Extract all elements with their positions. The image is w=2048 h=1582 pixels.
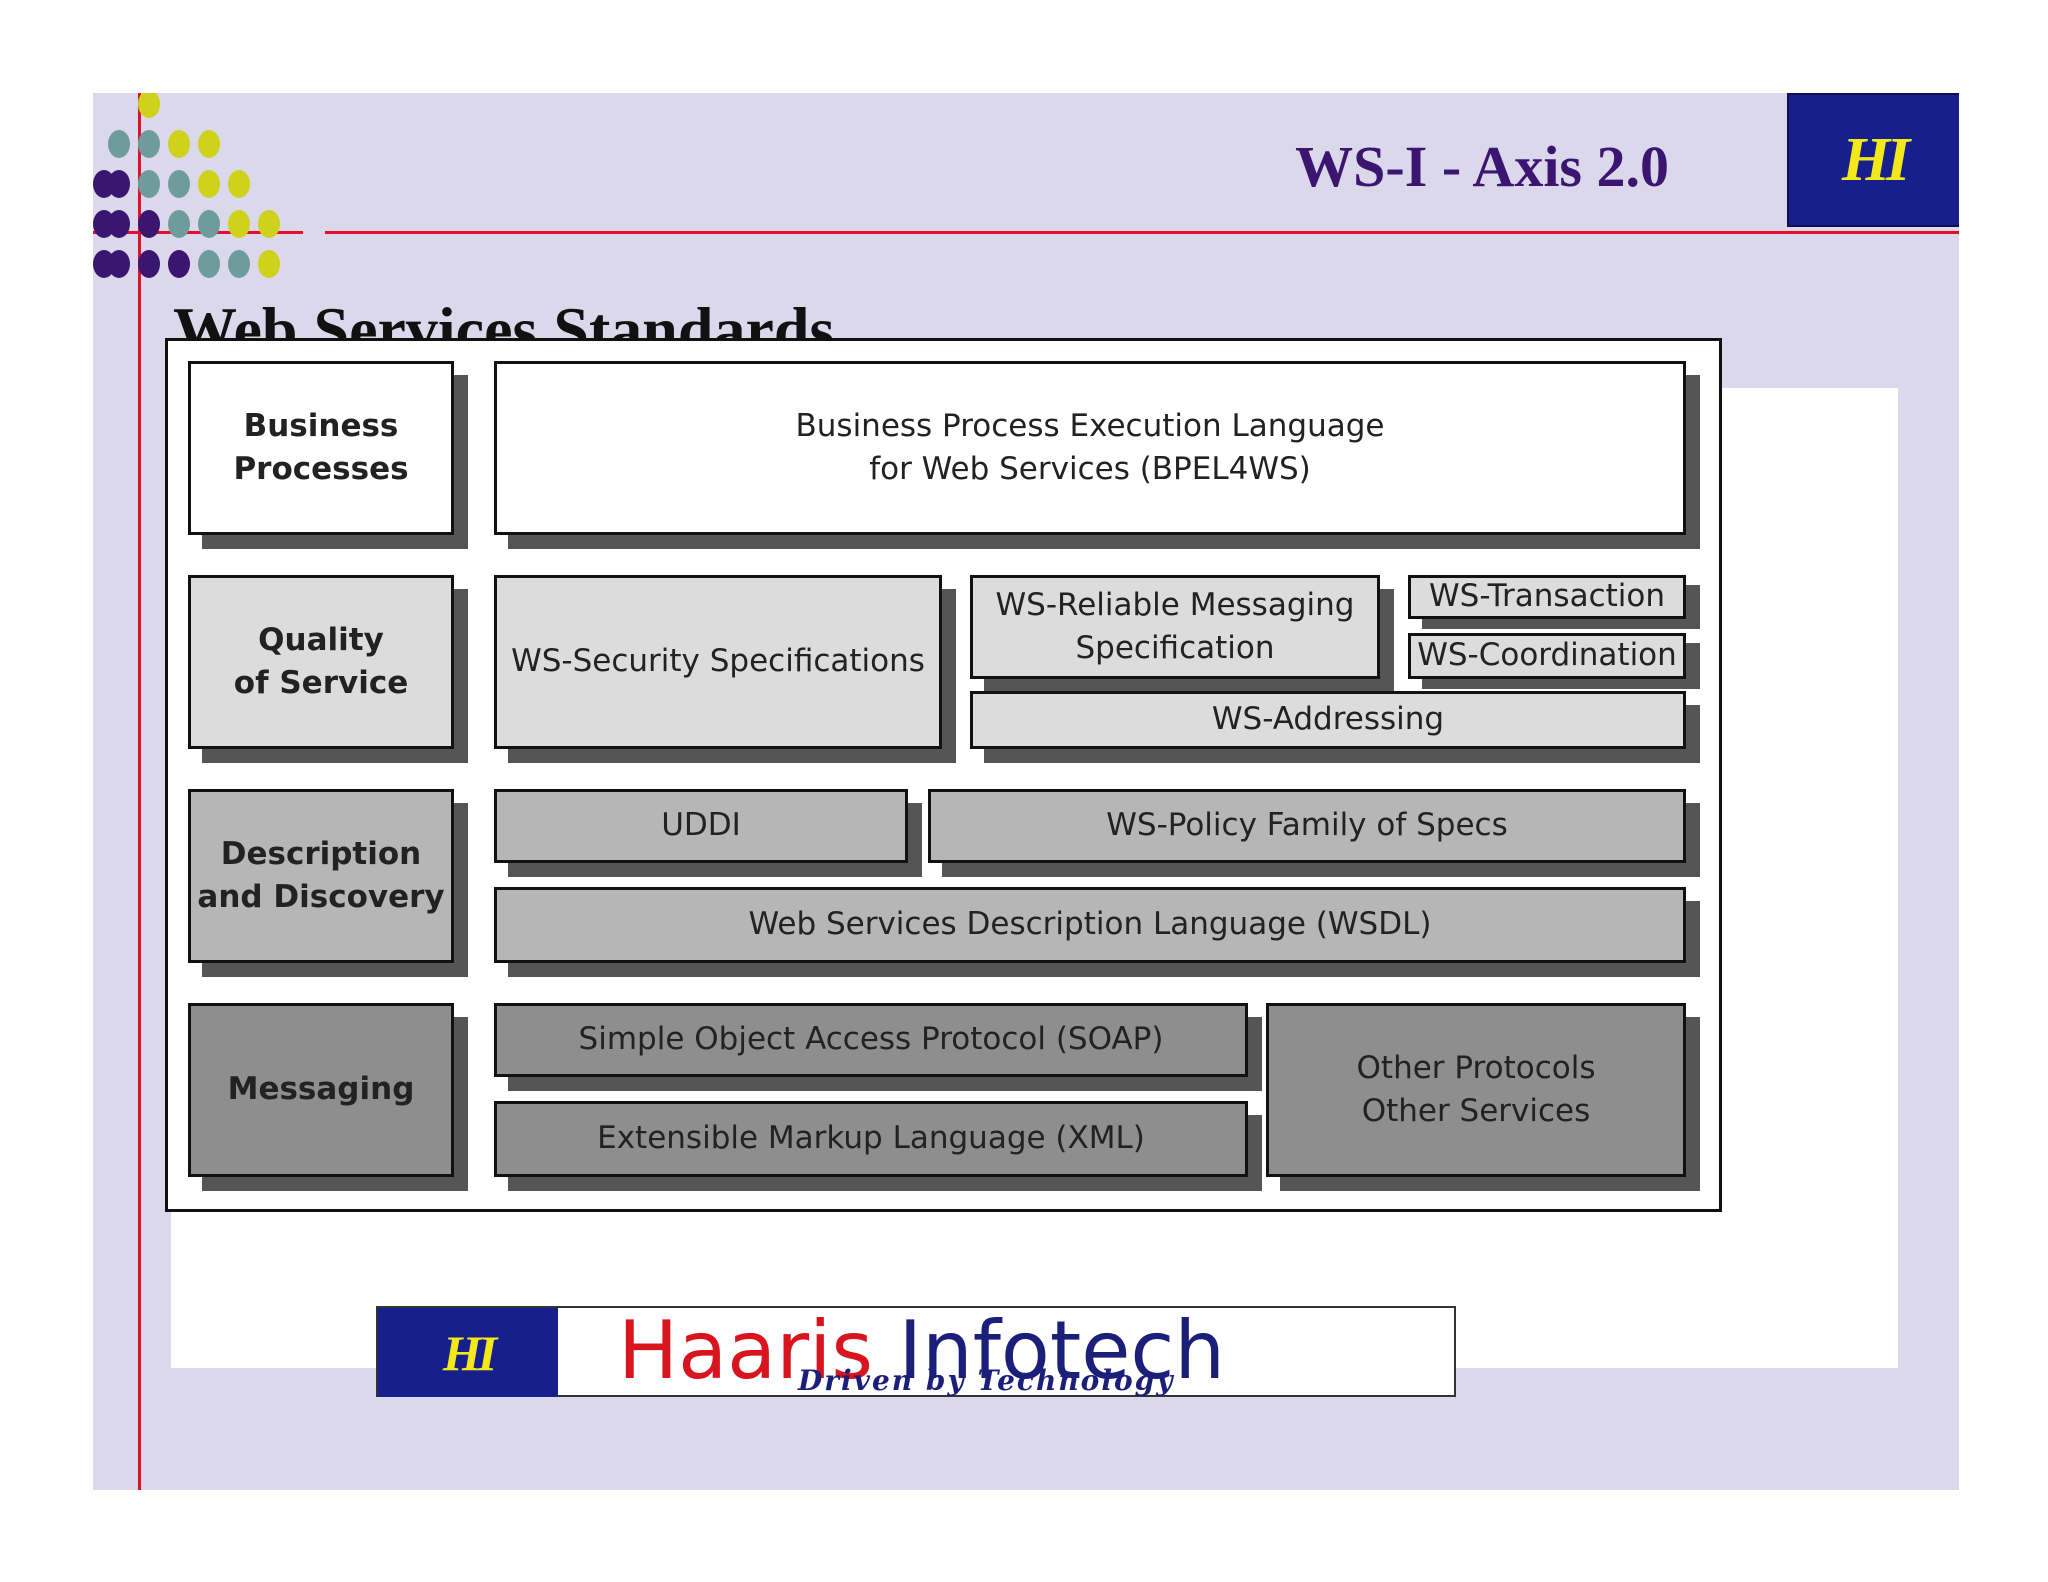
decorative-dot (198, 250, 220, 278)
decorative-dot (138, 130, 160, 158)
decorative-dot (258, 210, 280, 238)
layer-label-line: and Discovery (197, 879, 445, 915)
decorative-dot (138, 250, 160, 278)
layer-quality-of-service: Quality of Service (188, 575, 454, 749)
soap-box: Simple Object Access Protocol (SOAP) (494, 1003, 1248, 1077)
wsdl-box: Web Services Description Language (WSDL) (494, 887, 1686, 963)
item-label-line: Other Protocols (1356, 1049, 1596, 1086)
decorative-dot (138, 170, 160, 198)
item-label: WS-Coordination (1417, 637, 1677, 674)
item-label: WS-Security Specifications (511, 643, 925, 680)
decorative-dot (228, 210, 250, 238)
layer-description-and-discovery: Description and Discovery (188, 789, 454, 963)
decorative-dot (168, 210, 190, 238)
logo-mark: HI (1841, 125, 1910, 194)
layer-label-line: of Service (233, 665, 409, 701)
item-label: UDDI (661, 807, 741, 844)
xml-box: Extensible Markup Language (XML) (494, 1101, 1248, 1177)
company-logo: HI (1787, 93, 1959, 227)
item-label: Extensible Markup Language (XML) (597, 1120, 1145, 1157)
accent-vertical-line (138, 93, 141, 1490)
company-name: Haaris Infotech (618, 1304, 1225, 1397)
item-label-line: Specification (1075, 630, 1275, 666)
decorative-dot (108, 250, 130, 278)
item-label: WS-Transaction (1428, 578, 1665, 615)
layer-label-line: Description (220, 835, 422, 872)
decorative-dot (198, 210, 220, 238)
bpel4ws-box: Business Process Execution Language for W… (494, 361, 1686, 535)
item-label: WS-Policy Family of Specs (1106, 807, 1508, 844)
decorative-dot (228, 250, 250, 278)
decorative-dot (108, 210, 130, 238)
decorative-dot (228, 170, 250, 198)
decorative-dot (198, 130, 220, 158)
ws-transaction-box: WS-Transaction (1408, 575, 1686, 619)
decorative-dot (168, 250, 190, 278)
company-name-part2: Infotech (898, 1304, 1226, 1397)
accent-horizontal-line (325, 231, 1959, 234)
layer-label-line: Processes (233, 451, 409, 487)
decorative-dot (138, 93, 160, 118)
item-label-line: Other Services (1361, 1093, 1591, 1129)
layer-label-line: Quality (258, 621, 384, 658)
layer-label: Messaging (227, 1071, 415, 1108)
logo-mark: HI (442, 1324, 497, 1381)
ws-addressing-box: WS-Addressing (970, 691, 1686, 749)
layer-label-line: Business (243, 407, 399, 444)
item-label-line: Business Process Execution Language (795, 407, 1385, 444)
header-title: WS-I - Axis 2.0 (1295, 134, 1669, 199)
item-label-line: WS-Reliable Messaging (995, 586, 1355, 623)
ws-coordination-box: WS-Coordination (1408, 633, 1686, 679)
decorative-dot (108, 130, 130, 158)
company-name-part1: Haaris (618, 1304, 873, 1397)
layer-messaging: Messaging (188, 1003, 454, 1177)
item-label: Simple Object Access Protocol (SOAP) (578, 1021, 1164, 1058)
ws-policy-box: WS-Policy Family of Specs (928, 789, 1686, 863)
decorative-dot (198, 170, 220, 198)
footer-logo: HI (378, 1308, 558, 1397)
item-label: Web Services Description Language (WSDL) (748, 906, 1432, 943)
item-label: WS-Addressing (1211, 701, 1445, 738)
decorative-dot (168, 130, 190, 158)
uddi-box: UDDI (494, 789, 908, 863)
decorative-dot (138, 210, 160, 238)
decorative-dot (168, 170, 190, 198)
company-tagline: Driven by Technology (798, 1364, 1175, 1397)
footer-banner: HI Haaris Infotech Driven by Technology (376, 1304, 1456, 1397)
ws-security-box: WS-Security Specifications (494, 575, 942, 749)
item-label-line: for Web Services (BPEL4WS) (869, 451, 1311, 487)
accent-horizontal-line-left (93, 231, 303, 234)
decorative-dot (108, 170, 130, 198)
decorative-dot (258, 250, 280, 278)
